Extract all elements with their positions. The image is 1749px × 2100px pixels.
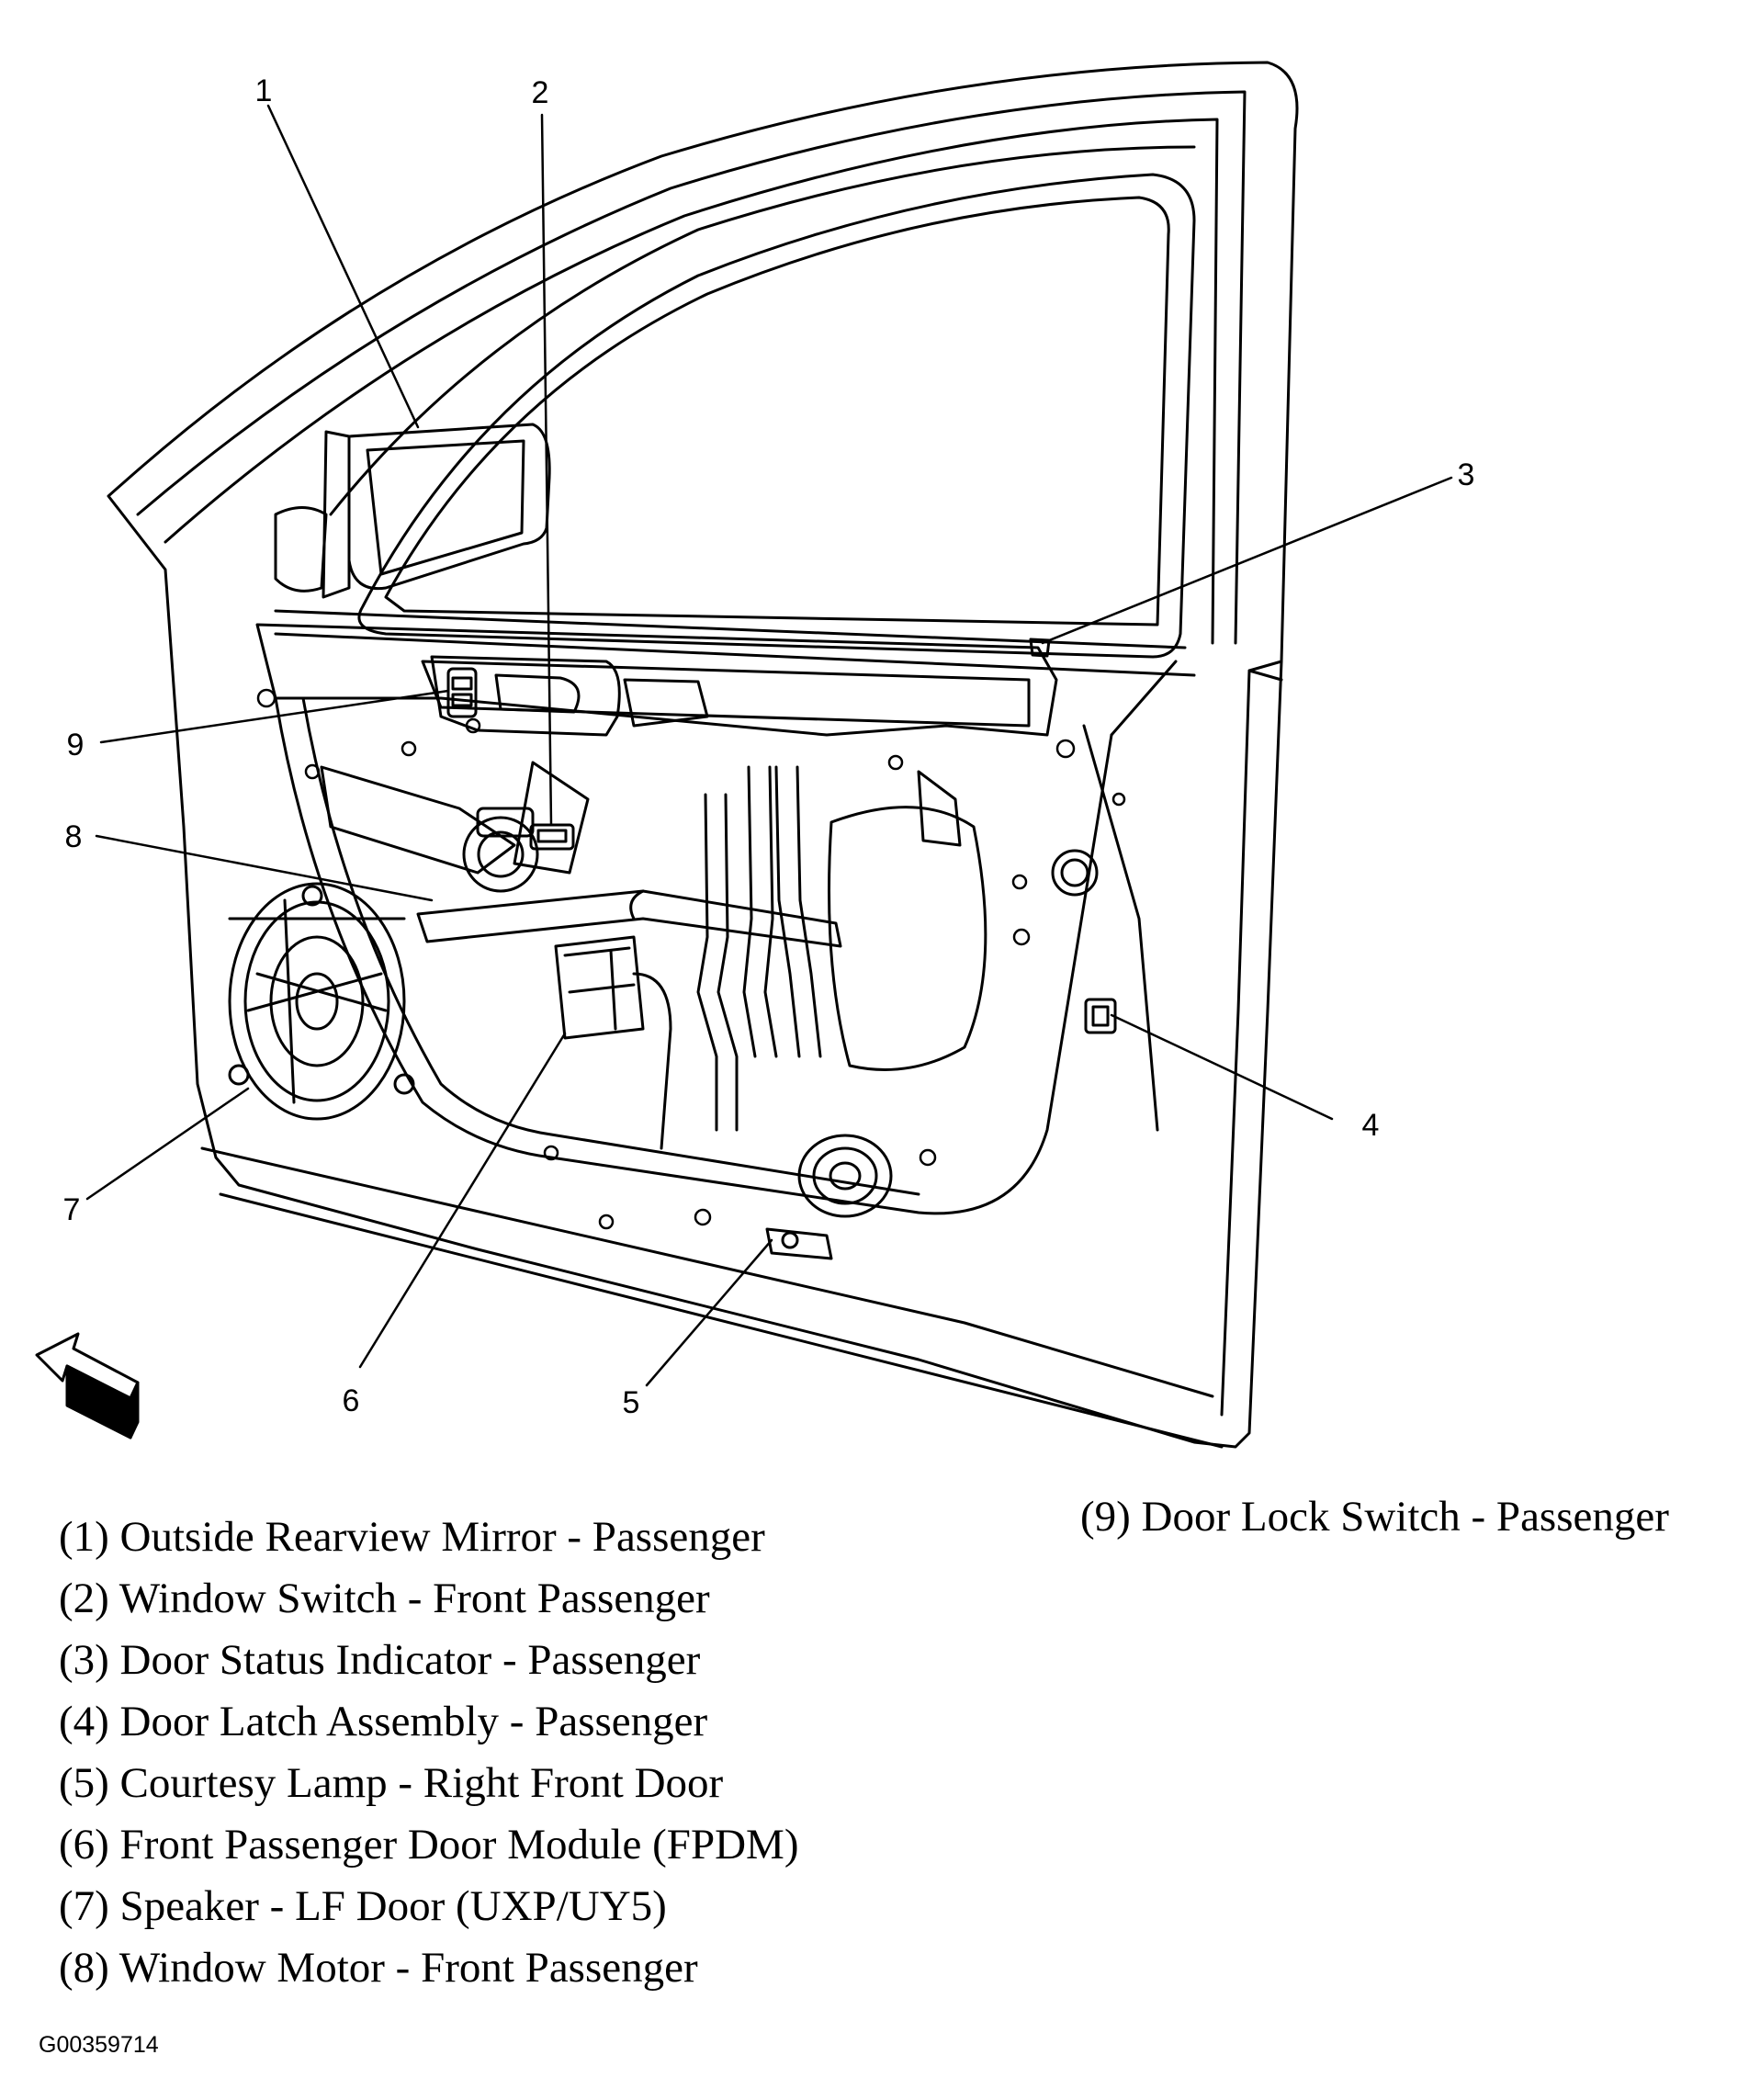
- outside-rearview-mirror: [274, 423, 551, 599]
- figure-id: G00359714: [39, 2032, 159, 2058]
- door-latch: [1084, 998, 1117, 1034]
- callout-5: 5: [623, 1385, 640, 1420]
- legend-item-8: (8) Window Motor - Front Passenger: [59, 1944, 698, 1992]
- leader-line-6: [358, 1032, 567, 1369]
- legend-item-4: (4) Door Latch Assembly - Passenger: [59, 1698, 708, 1745]
- leader-line-1: [266, 104, 420, 429]
- door-component-diagram: 1 2 3 4 5 6 7 8 9: [35, 61, 1475, 1449]
- access-hole: [828, 770, 1099, 1071]
- legend-column-left: (1) Outside Rearview Mirror - Passenger …: [59, 1507, 1032, 1999]
- leader-line-7: [85, 1087, 250, 1201]
- legend-item-5: (5) Courtesy Lamp - Right Front Door: [59, 1759, 724, 1807]
- speaker: [228, 882, 415, 1121]
- window-opening: [274, 173, 1196, 677]
- leader-line-4: [1110, 1013, 1334, 1121]
- wiring-harness: [696, 765, 822, 1132]
- callout-6: 6: [343, 1383, 360, 1418]
- leader-line-3: [1041, 476, 1453, 645]
- leader-line-5: [645, 1238, 773, 1387]
- legend-item-2: (2) Window Switch - Front Passenger: [59, 1575, 710, 1622]
- callout-2: 2: [532, 75, 549, 110]
- courtesy-lamp: [765, 1227, 833, 1260]
- leader-line-8: [95, 834, 434, 902]
- callouts: 1 2 3 4 5 6 7 8 9: [63, 73, 1475, 1420]
- legend-item-6: (6) Front Passenger Door Module (FPDM): [59, 1821, 799, 1869]
- fasteners: [256, 688, 1126, 1230]
- window-motor: [462, 807, 539, 893]
- callout-4: 4: [1362, 1108, 1380, 1143]
- door-module: [554, 935, 672, 1150]
- lower-grommet: [797, 1134, 893, 1218]
- door-handle-bezel: [430, 655, 709, 737]
- leader-lines: [85, 104, 1453, 1387]
- leader-line-2: [540, 113, 553, 827]
- callout-8: 8: [65, 819, 83, 854]
- legend-item-7: (7) Speaker - LF Door (UXP/UY5): [59, 1882, 667, 1930]
- door-shell: [107, 61, 1299, 1449]
- callout-1: 1: [255, 73, 273, 108]
- window-regulator: [320, 761, 842, 948]
- callout-7: 7: [63, 1192, 81, 1227]
- callout-3: 3: [1458, 457, 1475, 492]
- leader-line-9: [99, 689, 450, 744]
- legend-item-9: (9) Door Lock Switch - Passenger: [1080, 1493, 1669, 1541]
- callout-9: 9: [67, 728, 85, 762]
- legend-item-1: (1) Outside Rearview Mirror - Passenger: [59, 1513, 765, 1561]
- front-direction-arrow-icon: [35, 1332, 140, 1440]
- door-status-indicator: [1029, 638, 1051, 658]
- legend-column-right: (9) Door Lock Switch - Passenger: [1080, 1486, 1742, 1548]
- legend-item-3: (3) Door Status Indicator - Passenger: [59, 1636, 701, 1684]
